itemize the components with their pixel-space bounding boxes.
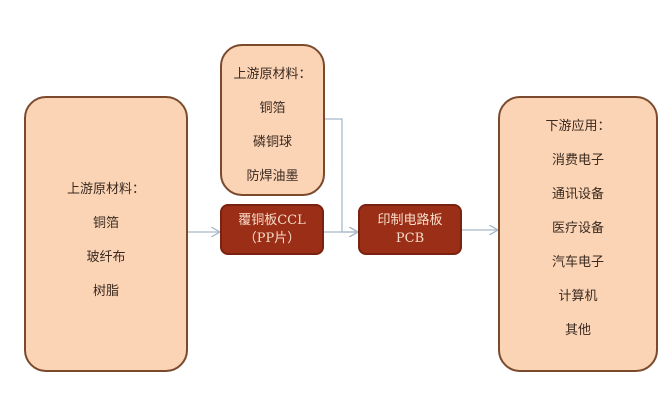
list-item: 消费电子 — [551, 153, 604, 168]
arrow-top-to-pcb — [325, 118, 358, 232]
list-item: 玻纤布 — [86, 250, 126, 265]
box-title: 下游应用： — [545, 119, 611, 134]
list-item: 汽车电子 — [551, 255, 604, 270]
ccl-label: 覆铜板CCL — [238, 212, 306, 228]
list-item: 防焊油墨 — [246, 169, 299, 184]
list-item: 计算机 — [558, 289, 598, 304]
box-title: 上游原材料： — [233, 67, 312, 82]
list-item: 其他 — [564, 323, 591, 338]
ccl-sublabel: （PP片） — [243, 230, 301, 246]
pcb-label: 印制电路板 — [377, 212, 443, 228]
pcb-box: 印制电路板 PCB — [358, 204, 462, 255]
downstream-applications-box: 下游应用： 消费电子 通讯设备 医疗设备 汽车电子 计算机 其他 — [498, 96, 658, 372]
list-item: 铜箔 — [92, 216, 119, 231]
list-item: 磷铜球 — [252, 135, 292, 150]
list-item: 铜箔 — [259, 101, 286, 116]
box-title: 上游原材料： — [66, 182, 145, 197]
list-item: 树脂 — [92, 284, 119, 299]
pcb-sublabel: PCB — [395, 230, 425, 246]
list-item: 通讯设备 — [551, 187, 604, 202]
upstream-materials-box-left: 上游原材料： 铜箔 玻纤布 树脂 — [24, 96, 188, 372]
ccl-box: 覆铜板CCL （PP片） — [220, 204, 324, 255]
list-item: 医疗设备 — [551, 221, 604, 236]
upstream-materials-box-top: 上游原材料： 铜箔 磷铜球 防焊油墨 — [220, 44, 325, 196]
